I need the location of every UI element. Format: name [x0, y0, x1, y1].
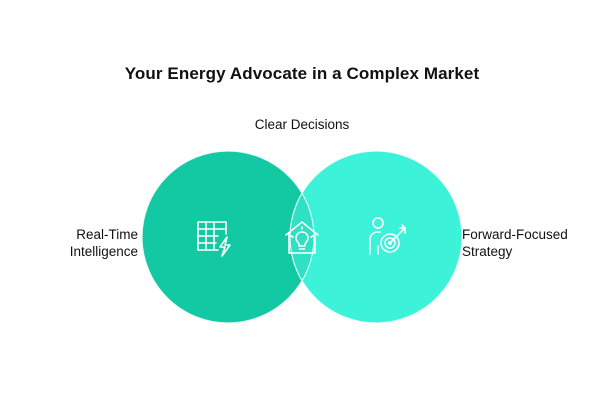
house-lightbulb-icon	[285, 221, 319, 254]
right-set-circle	[290, 151, 462, 323]
right-set-label-line1: Forward-Focused	[462, 227, 568, 242]
left-set-label-line2: Intelligence	[69, 244, 138, 259]
grid-lightning-icon	[197, 221, 231, 257]
left-set-label-line1: Real-Time	[76, 227, 138, 242]
left-circle-outline	[141, 150, 315, 324]
diagram-title: Your Energy Advocate in a Complex Market	[124, 64, 480, 83]
right-set-label-line2: Strategy	[462, 244, 513, 259]
person-target-icon	[369, 217, 406, 255]
right-circle-outline	[289, 150, 463, 324]
right-set-label: Forward-Focused Strategy	[462, 226, 602, 260]
left-set-label: Real-Time Intelligence	[30, 226, 138, 260]
intersection-label: Clear Decisions	[254, 117, 350, 132]
left-set-circle	[142, 151, 314, 323]
